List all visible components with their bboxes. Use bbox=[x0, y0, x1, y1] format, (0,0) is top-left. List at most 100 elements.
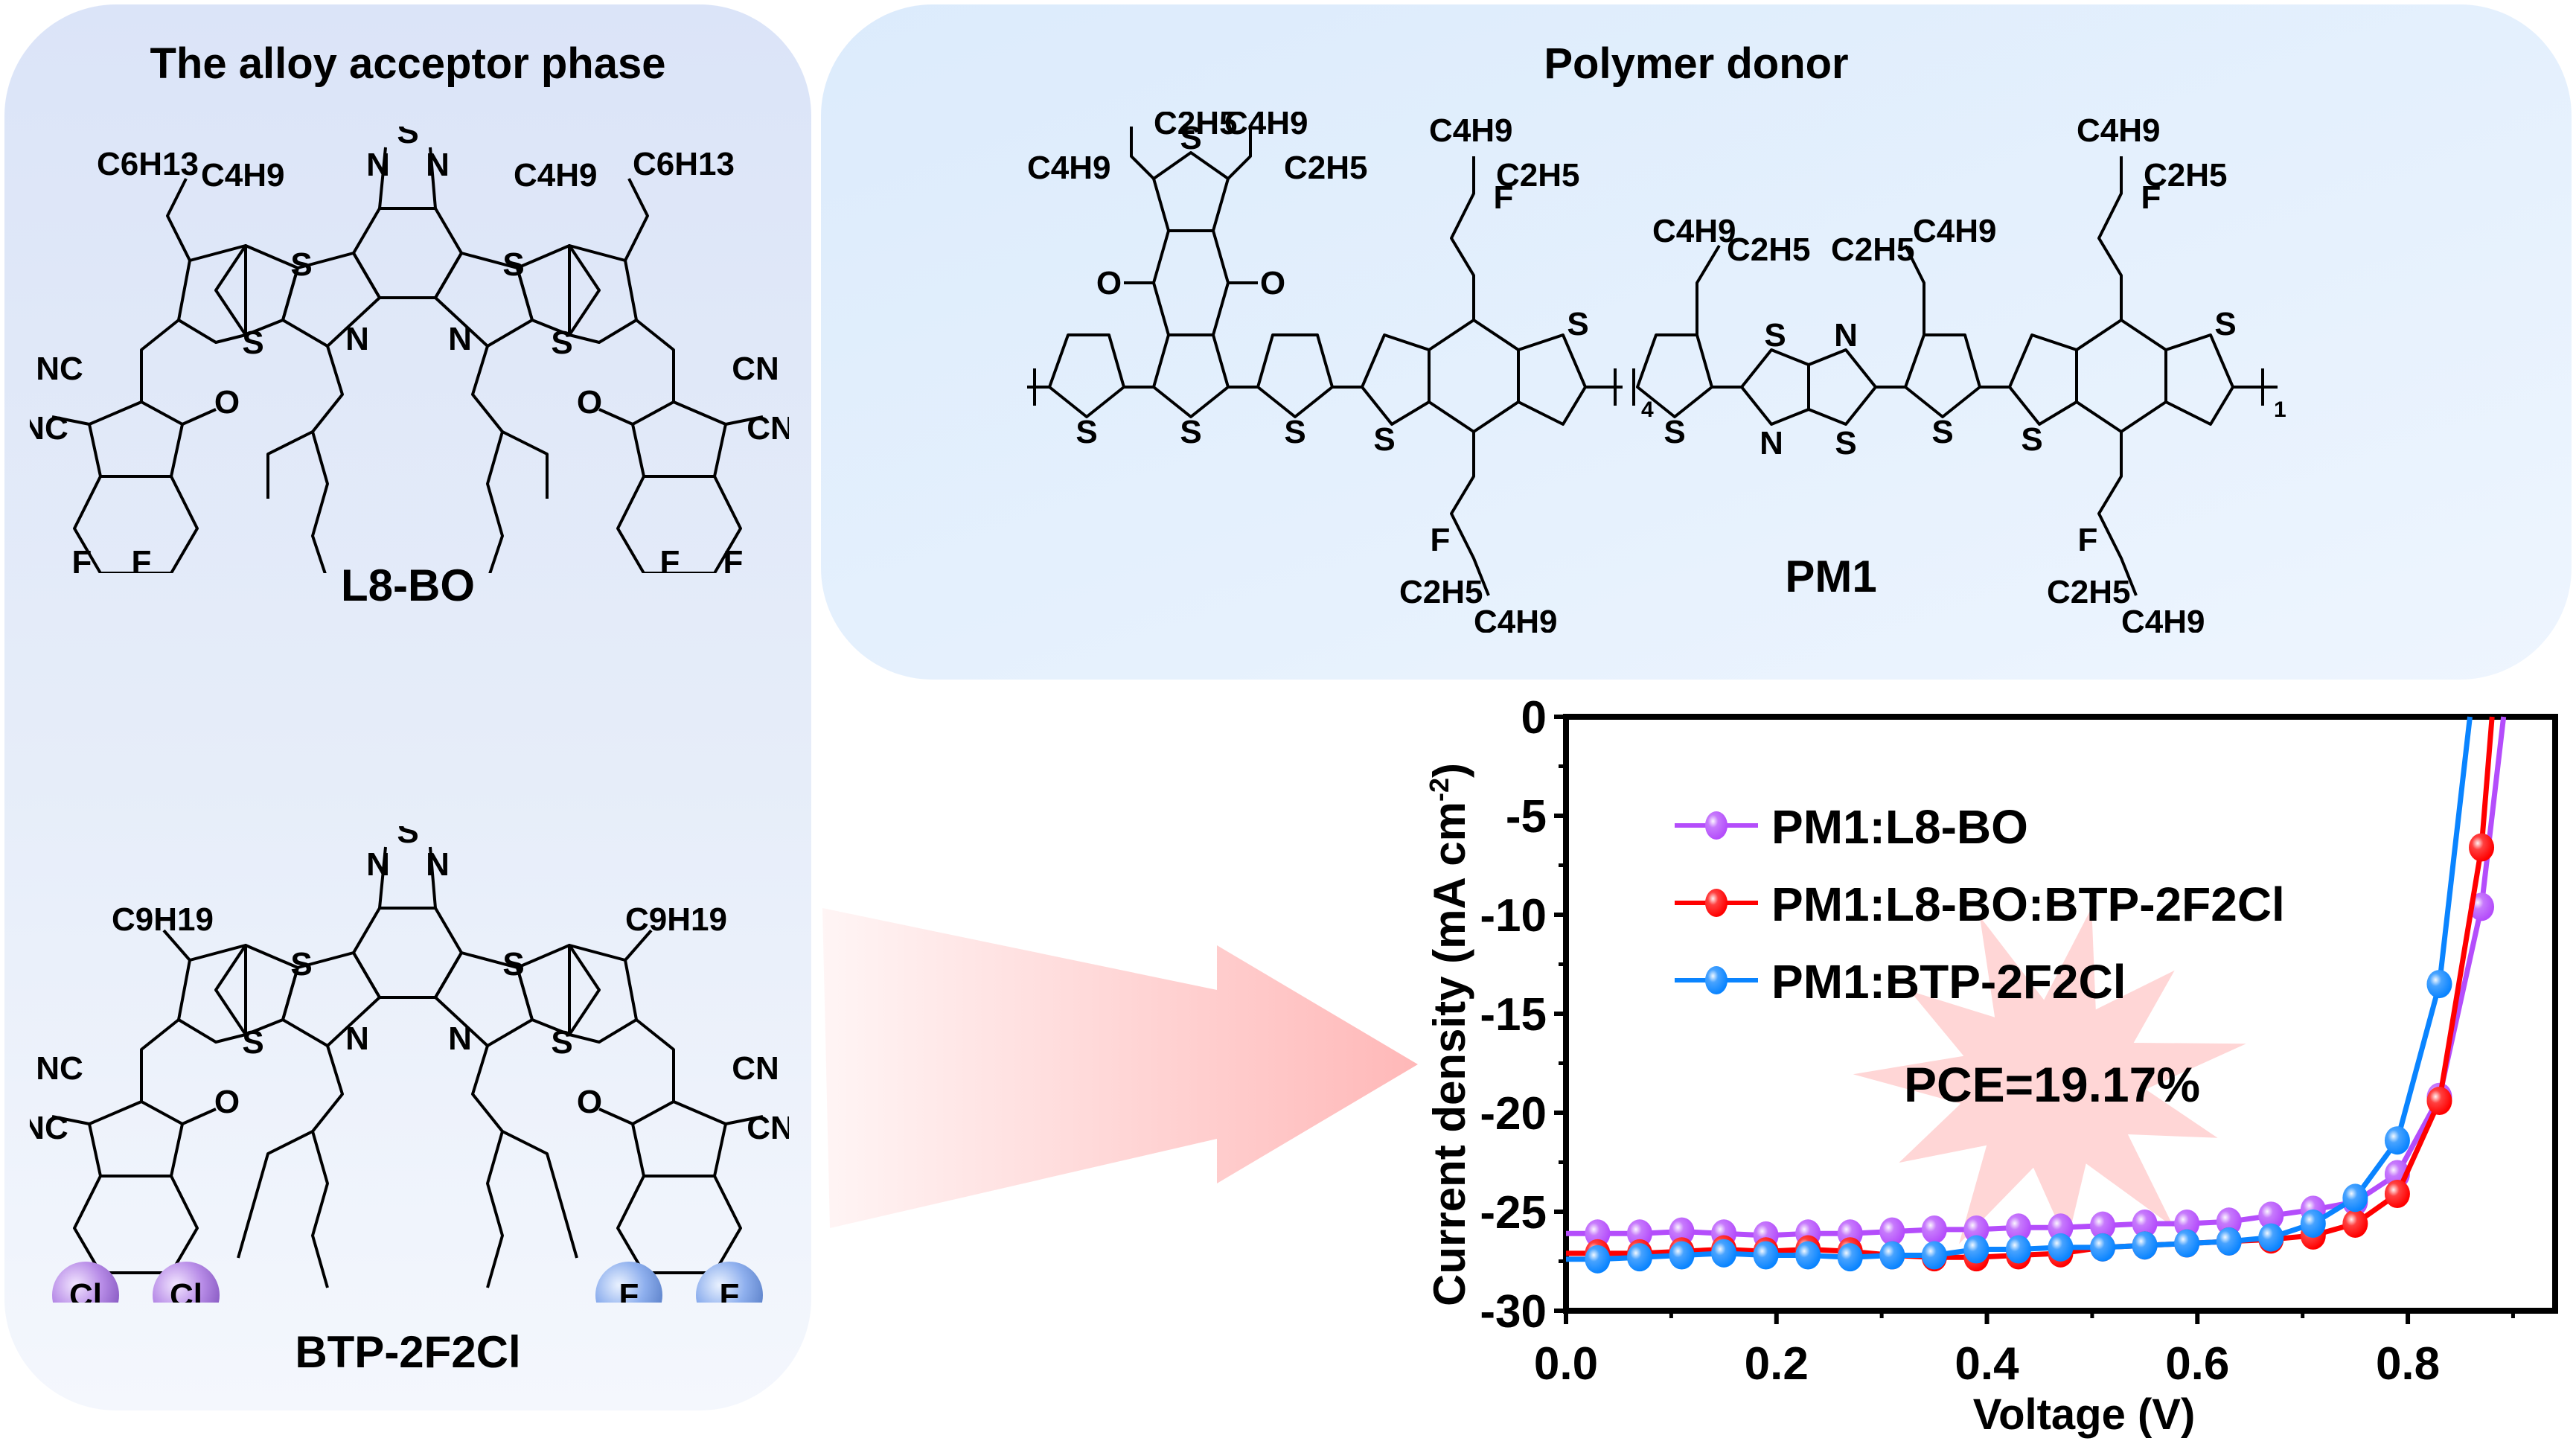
data-point-highlight bbox=[2426, 970, 2452, 999]
btp-atom-s: S bbox=[397, 826, 418, 850]
x-tick-label: 0.2 bbox=[1745, 1338, 1809, 1390]
y-axis-label-sup: -2 bbox=[1424, 778, 1454, 802]
data-point-highlight bbox=[1879, 1241, 1905, 1270]
data-point-highlight bbox=[2090, 1211, 2116, 1240]
pm1-chain-label: C4H9 bbox=[1027, 150, 1111, 186]
btp-2f2cl-structure: S N N S S S S N N NC NC CN CN O O C9H19 … bbox=[30, 826, 789, 1303]
l8-bo-cn-label: CN bbox=[732, 351, 779, 387]
btp-o-label: O bbox=[214, 1084, 240, 1120]
btp-chain-label: C9H19 bbox=[625, 901, 727, 938]
x-tick-label: 0.4 bbox=[1955, 1338, 2019, 1390]
l8-bo-nc-label: NC bbox=[36, 351, 83, 387]
data-point-highlight bbox=[2090, 1233, 2116, 1262]
pm1-atom-n: N bbox=[1834, 317, 1858, 354]
l8-bo-chain-label: C4H9 bbox=[514, 157, 598, 194]
donor-panel bbox=[821, 4, 2572, 680]
data-point-highlight bbox=[2216, 1207, 2242, 1236]
l8-bo-core bbox=[51, 147, 764, 573]
data-point-highlight bbox=[2342, 1209, 2368, 1238]
data-point-highlight bbox=[2426, 1087, 2452, 1116]
l8-bo-o-label: O bbox=[577, 384, 602, 421]
btp-atom-s: S bbox=[242, 1024, 263, 1061]
btp-chain-label: C9H19 bbox=[112, 901, 214, 938]
pm1-chain-label: C2H5 bbox=[2144, 157, 2228, 194]
data-point-highlight bbox=[1585, 1244, 1611, 1274]
pm1-chain-label: C2H5 bbox=[1727, 231, 1811, 268]
l8-bo-f-label: F bbox=[660, 544, 680, 573]
data-point-highlight bbox=[1879, 1217, 1905, 1246]
pm1-chain-label: C2H5 bbox=[2047, 574, 2131, 610]
btp-nc-label: NC bbox=[36, 1050, 83, 1087]
data-point-highlight bbox=[2174, 1209, 2200, 1238]
pm1-atom-f: F bbox=[1494, 179, 1514, 216]
pm1-chain-label: C2H5 bbox=[1284, 150, 1368, 186]
f-atom-sphere bbox=[595, 1262, 662, 1303]
pm1-atom-f: F bbox=[2141, 179, 2161, 216]
l8-bo-atom-n: N bbox=[448, 321, 472, 357]
l8-bo-cn-label: CN bbox=[747, 410, 789, 447]
btp-o-label: O bbox=[577, 1084, 602, 1120]
btp-2f2cl-label: BTP-2F2Cl bbox=[295, 1327, 521, 1377]
l8-bo-atom-s: S bbox=[502, 246, 524, 283]
starburst-layer bbox=[1853, 907, 2246, 1244]
x-tick-label: 0.8 bbox=[2376, 1338, 2440, 1390]
btp-cl-label: Cl bbox=[170, 1277, 202, 1303]
pm1-atom-s: S bbox=[1931, 414, 1953, 450]
y-axis-label-main: Current density (mA cm bbox=[1425, 802, 1474, 1306]
pm1-atom-o: O bbox=[1260, 265, 1285, 301]
data-point-highlight bbox=[2300, 1209, 2326, 1238]
pm1-atom-s: S bbox=[1663, 414, 1685, 450]
legend-item: PM1:L8-BO:BTP-2F2Cl bbox=[1675, 878, 2285, 931]
pm1-label: PM1 bbox=[1785, 552, 1877, 601]
l8-bo-f-label: F bbox=[132, 544, 152, 573]
l8-bo-f-label: F bbox=[72, 544, 92, 573]
data-point-highlight bbox=[2216, 1227, 2242, 1256]
legend-item: PM1:BTP-2F2Cl bbox=[1675, 955, 2126, 1009]
l8-bo-atom-s: S bbox=[551, 325, 572, 361]
pm1-structure: S S S O O S S S F F 4 S S N N S S S S F … bbox=[1027, 112, 2286, 633]
data-point-highlight bbox=[1921, 1241, 1947, 1270]
btp-nc-label: NC bbox=[30, 1110, 68, 1146]
pm1-repeat-count: 4 bbox=[1641, 397, 1654, 422]
legend-marker-highlight bbox=[1705, 966, 1728, 994]
cl-atom-sphere bbox=[52, 1262, 119, 1303]
x-tick-label: 0.6 bbox=[2165, 1338, 2229, 1390]
btp-atom-n: N bbox=[448, 1020, 472, 1057]
arrow-shape bbox=[822, 908, 1418, 1228]
pm1-atom-s: S bbox=[1567, 306, 1588, 342]
l8-bo-atom-s: S bbox=[290, 246, 312, 283]
l8-bo-chain-label: C6H13 bbox=[633, 146, 735, 182]
l8-bo-atom-n: N bbox=[426, 147, 450, 183]
legend-marker-highlight bbox=[1705, 889, 1728, 917]
y-tick-label: 0 bbox=[1521, 692, 1547, 744]
pce-annotation: PCE=19.17% bbox=[1904, 1057, 2200, 1112]
data-point-highlight bbox=[2174, 1229, 2200, 1258]
data-point-highlight bbox=[1795, 1241, 1821, 1270]
pm1-chain-label: C4H9 bbox=[2121, 604, 2205, 633]
btp-atom-n: N bbox=[426, 846, 450, 883]
pm1-chain-label: C2H5 bbox=[1399, 574, 1483, 610]
y-tick-label: -15 bbox=[1480, 989, 1547, 1041]
data-point-highlight bbox=[2384, 1126, 2410, 1155]
x-tick-label: 0.0 bbox=[1534, 1338, 1598, 1390]
y-tick-label: -25 bbox=[1480, 1187, 1547, 1239]
btp-f-label: F bbox=[619, 1277, 639, 1303]
btp-atom-s: S bbox=[290, 946, 312, 982]
arrow-icon bbox=[822, 908, 1418, 1228]
data-point-highlight bbox=[1963, 1235, 1989, 1264]
pm1-atom-f: F bbox=[2078, 522, 2098, 558]
pm1-chain-label: C4H9 bbox=[1429, 112, 1513, 149]
data-point-highlight bbox=[2469, 833, 2495, 862]
pm1-atom-s: S bbox=[2021, 421, 2042, 458]
legend: PM1:L8-BOPM1:L8-BO:BTP-2F2ClPM1:BTP-2F2C… bbox=[1675, 800, 2285, 1009]
data-point-highlight bbox=[2005, 1235, 2031, 1264]
data-point-highlight bbox=[1837, 1243, 1863, 1272]
l8-bo-label: L8-BO bbox=[341, 560, 475, 610]
pm1-atom-n: N bbox=[1760, 425, 1783, 461]
btp-cl-label: Cl bbox=[69, 1277, 102, 1303]
series-pm1-btp-2f2cl bbox=[1566, 716, 2473, 1274]
btp-atom-s: S bbox=[551, 1024, 572, 1061]
data-point-highlight bbox=[1753, 1241, 1779, 1270]
